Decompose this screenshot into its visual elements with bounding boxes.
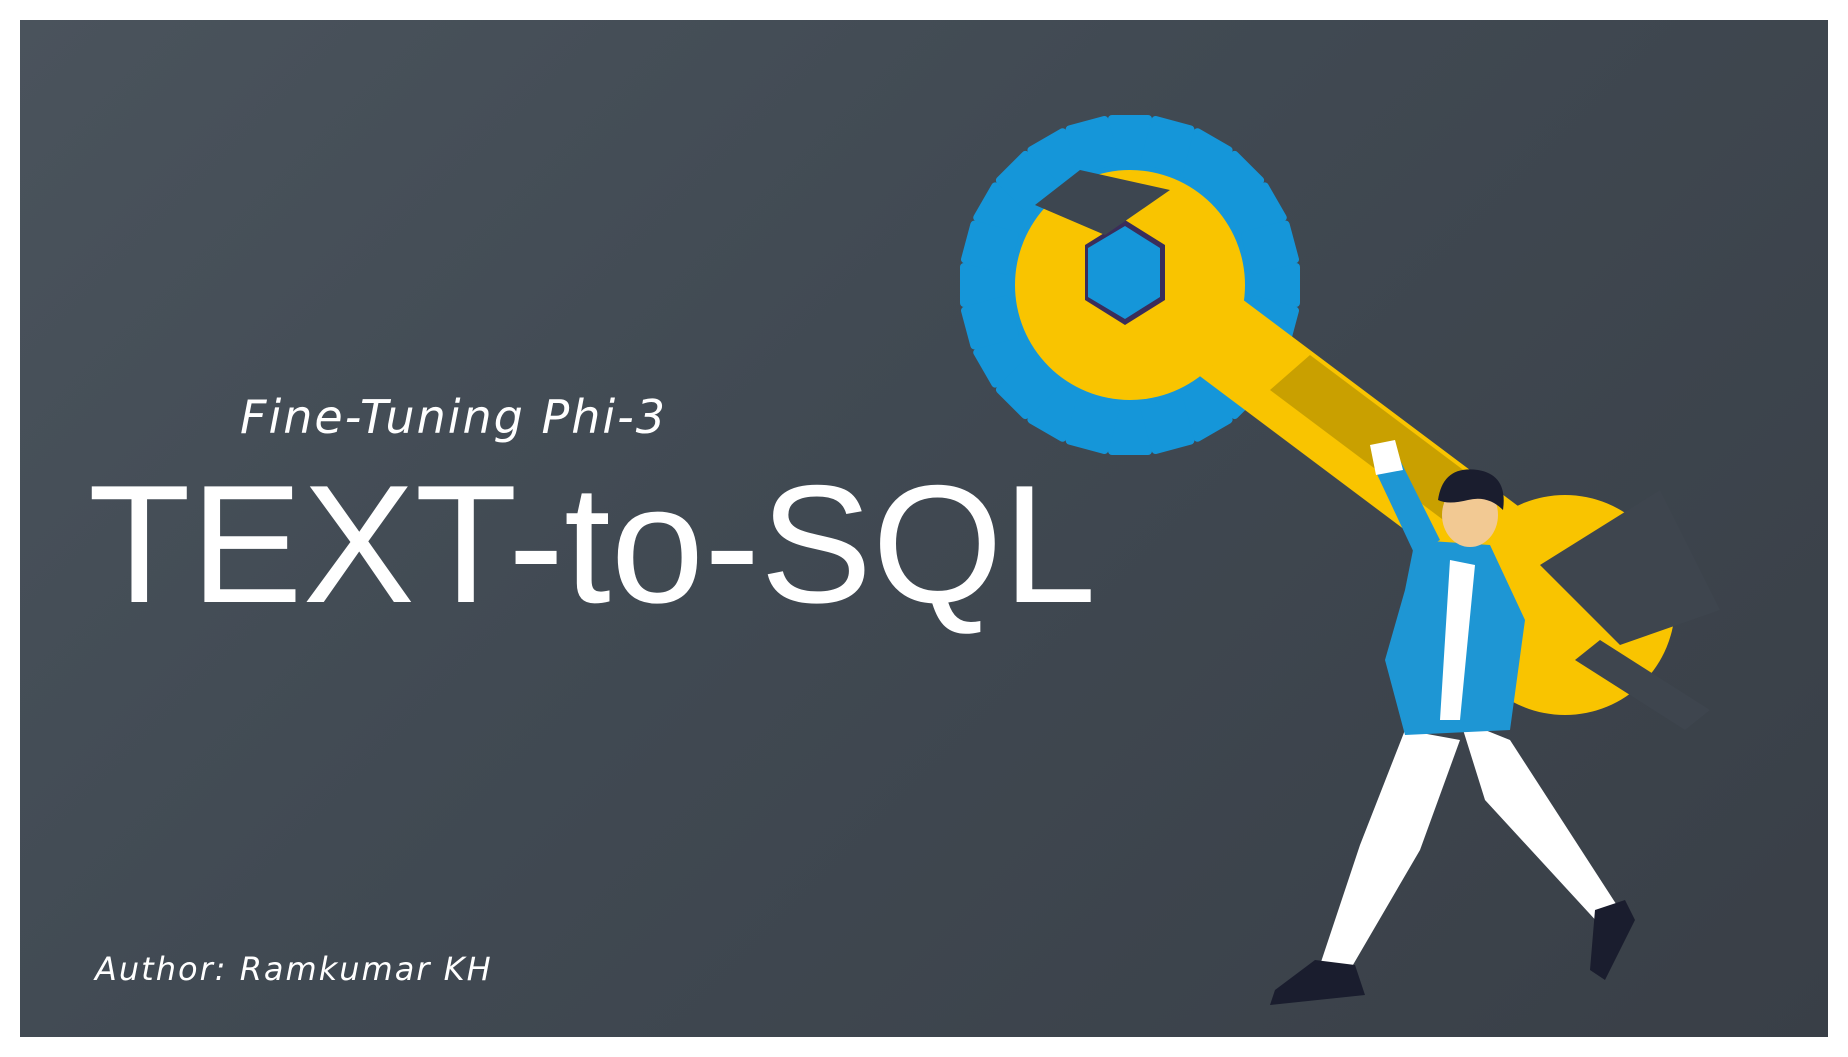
author-credit: Author: Ramkumar KH [95,950,493,988]
slide: Fine-Tuning Phi-3 TEXT-to-SQL Author: Ra… [20,20,1828,1037]
slide-title: TEXT-to-SQL [88,450,1097,638]
illustration [960,115,1720,1005]
slide-subtitle: Fine-Tuning Phi-3 [240,390,668,444]
person-carrying-wrench [1270,440,1635,1005]
